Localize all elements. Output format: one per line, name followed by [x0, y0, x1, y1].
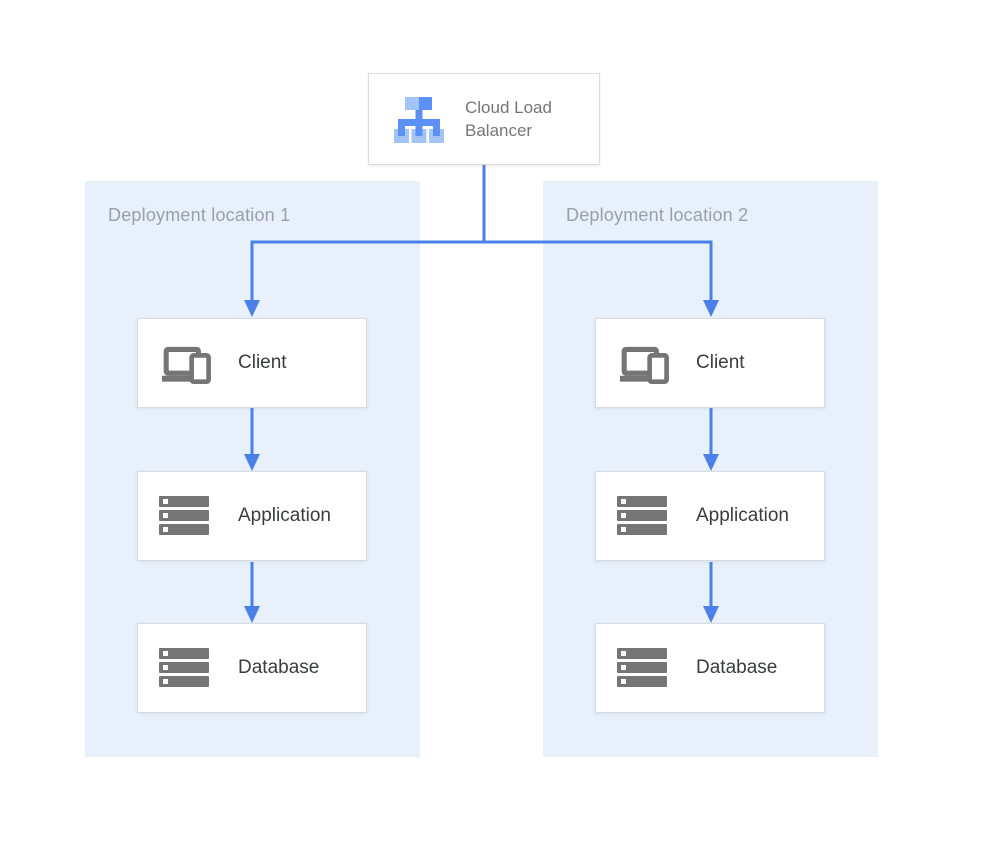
cloud-load-balancer-icon: [391, 91, 447, 147]
load-balancer-label: Cloud Load Balancer: [465, 98, 552, 140]
server-stack-icon: [156, 495, 212, 537]
node-label: Database: [238, 657, 320, 678]
server-stack-icon: [614, 647, 670, 689]
panel-2-label: Deployment location 2: [566, 205, 749, 225]
panel-deployment-location-2: Deployment location 2 Client: [543, 181, 878, 757]
node-database-2: Database: [595, 623, 825, 713]
node-label: Client: [238, 352, 287, 373]
node-label: Client: [696, 352, 745, 373]
server-stack-icon: [156, 647, 212, 689]
node-application-1: Application: [137, 471, 367, 561]
node-client-2: Client: [595, 318, 825, 408]
panel-1-label: Deployment location 1: [108, 205, 291, 225]
node-database-1: Database: [137, 623, 367, 713]
node-cloud-load-balancer: Cloud Load Balancer: [368, 73, 600, 165]
node-label: Database: [696, 657, 778, 678]
node-label: Application: [696, 505, 789, 526]
client-devices-icon: [156, 339, 212, 387]
server-stack-icon: [614, 495, 670, 537]
node-label: Application: [238, 505, 331, 526]
client-devices-icon: [614, 339, 670, 387]
node-client-1: Client: [137, 318, 367, 408]
panel-deployment-location-1: Deployment location 1 Client: [85, 181, 420, 757]
node-application-2: Application: [595, 471, 825, 561]
